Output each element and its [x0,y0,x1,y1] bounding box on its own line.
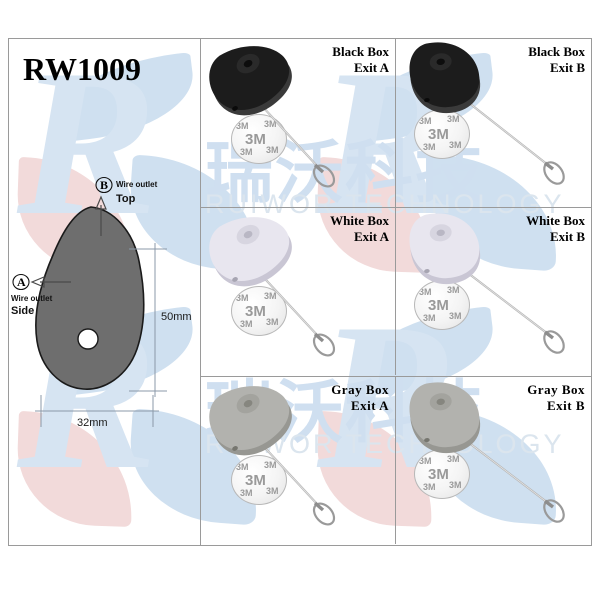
box-top-face [209,46,290,111]
annotation-a-letter: A [17,275,26,289]
dimension-height-label: 50mm [161,311,192,323]
page-title: RW1009 [23,51,141,87]
annotation-b-letter: B [100,178,109,192]
box-center-hub [436,398,445,406]
product-row-white: White Box Exit A 3M 3M 3M 3M 3M [201,207,591,375]
pad-mark: 3M [240,147,253,157]
annotation-b-circle [95,176,113,194]
pad-mark: 3M [419,287,432,297]
annotation-a-circle [12,273,30,291]
pad-brand: 3M [245,303,266,320]
pad-mark: 3M [266,145,279,155]
product-cell-label: Black Box Exit B [528,44,585,76]
product-row-black: Black Box Exit A 3M 3M 3M 3M 3M [201,39,591,207]
product-cell-black-exit-a[interactable]: Black Box Exit A 3M 3M 3M 3M 3M [201,39,396,207]
product-exit-label: Exit A [353,60,389,75]
product-exit-label: Exit A [353,229,389,244]
arrow-a-head [30,276,45,288]
pad-mark: 3M [447,285,460,295]
teardrop-shape [34,206,145,390]
product-color-name: Gray Box [331,382,389,397]
box-screw-hole [232,106,238,111]
pad-mark: 3M [423,142,436,152]
box-screw-hole [232,277,238,282]
adhesive-pad-3m: 3M 3M 3M 3M 3M [231,286,287,336]
pad-brand: 3M [245,131,266,148]
cable-and-loop [463,269,565,354]
product-cell-white-exit-a[interactable]: White Box Exit A 3M 3M 3M 3M 3M [201,208,396,375]
product-cell-label: Black Box Exit A [332,44,389,76]
dimension-width-label: 32mm [77,417,108,429]
box-center-hub [243,59,253,68]
product-assembly: 3M 3M 3M 3M 3M [201,39,395,207]
retractor-box-body [201,210,321,320]
product-cell-black-exit-b[interactable]: Black Box Exit B 3M 3M 3M 3M 3M [396,39,591,207]
pad-mark: 3M [266,317,279,327]
sheet-frame: R R R R 瑞沃科技 RUIWOR TECHNOLOGY [8,38,592,546]
product-cell-gray-exit-a[interactable]: Gray Box Exit A 3M 3M 3M 3M 3M [201,377,396,544]
product-color-name: White Box [526,213,585,228]
pad-mark: 3M [264,119,277,129]
pad-mark: 3M [264,460,277,470]
retractor-box-body [396,208,512,323]
product-cell-label: Gray Box Exit B [527,382,585,414]
pad-mark: 3M [264,291,277,301]
annotation-a-line1: Wire outlet [11,294,53,303]
drawing-vectors [12,176,167,427]
product-grid: Black Box Exit A 3M 3M 3M 3M 3M [201,39,591,545]
technical-drawing-panel: B Wire outlet Top A Wire outlet Side 50m… [9,39,201,545]
product-color-name: Black Box [332,44,389,59]
pad-mark: 3M [449,140,462,150]
center-hole [77,328,99,350]
product-color-name: Gray Box [527,382,585,397]
pad-mark: 3M [236,121,249,131]
annotation-a-line2: Side [11,305,35,317]
annotation-b-line2: Top [116,193,136,205]
cable-highlight [463,269,549,335]
product-exit-label: Exit B [549,229,585,244]
retractor-box-body [201,39,321,149]
pad-mark: 3M [240,319,253,329]
pad-mark: 3M [236,293,249,303]
product-cell-label: White Box Exit B [526,213,585,245]
loop-crimp [543,330,555,340]
product-exit-label: Exit A [350,398,389,413]
product-row-gray: Gray Box Exit A 3M 3M 3M 3M 3M [201,376,591,544]
loop-crimp [313,332,325,343]
product-cell-white-exit-b[interactable]: White Box Exit B 3M 3M 3M 3M 3M [396,208,591,375]
annotation-b-line1: Wire outlet [116,180,158,189]
product-cell-label: White Box Exit A [330,213,389,245]
product-color-name: Black Box [528,44,585,59]
product-cell-gray-exit-b[interactable]: Gray Box Exit B 3M 3M 3M 3M 3M [396,377,591,544]
product-cell-label: Gray Box Exit A [331,382,389,414]
retractor-box-body [396,377,512,492]
box-center-hub [243,399,253,408]
retractor-box-body [396,39,512,152]
arrow-b-head [95,195,107,210]
retractor-box-body [201,379,321,489]
product-exit-label: Exit B [549,60,585,75]
drawing-canvas: B Wire outlet Top A Wire outlet Side 50m… [9,39,200,545]
pad-mark: 3M [266,486,279,496]
product-color-name: White Box [330,213,389,228]
product-exit-label: Exit B [546,398,585,413]
